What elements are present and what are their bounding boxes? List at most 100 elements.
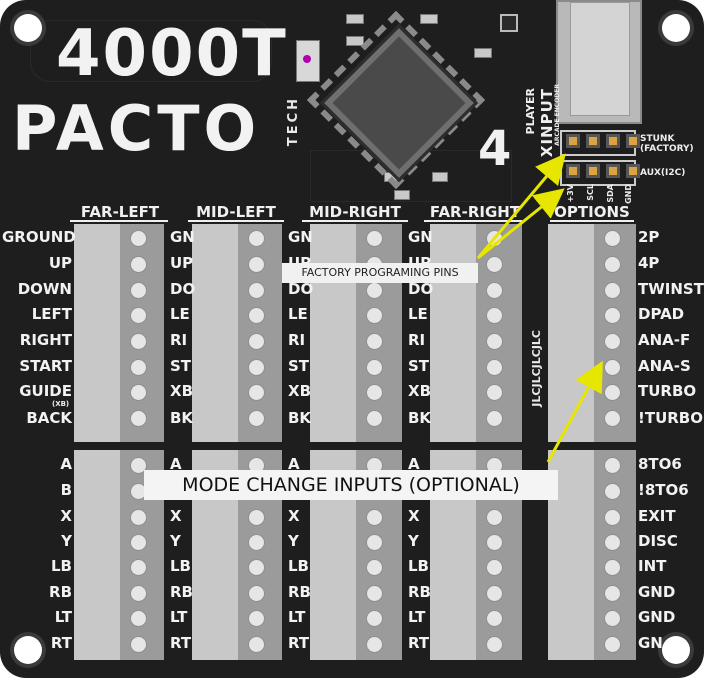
button-component [296, 40, 320, 82]
pin-label: ANA-S [638, 357, 691, 375]
screw-icon[interactable] [248, 230, 265, 247]
pin-label: RI [170, 331, 188, 349]
screw-icon[interactable] [604, 559, 621, 576]
pin-label: UP [170, 254, 194, 272]
terminal-block [548, 450, 636, 660]
screw-icon[interactable] [486, 559, 503, 576]
header-pin[interactable] [626, 164, 640, 178]
screw-icon[interactable] [366, 359, 383, 376]
screw-icon[interactable] [604, 384, 621, 401]
screw-icon[interactable] [366, 636, 383, 653]
screw-icon[interactable] [130, 256, 147, 273]
screw-icon[interactable] [248, 636, 265, 653]
header-pin[interactable] [566, 164, 580, 178]
screw-icon[interactable] [366, 230, 383, 247]
screw-icon[interactable] [248, 282, 265, 299]
pin-label: LT [54, 608, 72, 626]
screw-icon[interactable] [486, 610, 503, 627]
screw-icon[interactable] [486, 282, 503, 299]
screw-icon[interactable] [604, 333, 621, 350]
screw-icon[interactable] [130, 534, 147, 551]
screw-icon[interactable] [366, 534, 383, 551]
screw-icon[interactable] [604, 585, 621, 602]
header-pin[interactable] [586, 134, 600, 148]
screw-icon[interactable] [130, 610, 147, 627]
screw-icon[interactable] [248, 410, 265, 427]
pin-label: RB [170, 583, 193, 601]
screw-icon[interactable] [486, 384, 503, 401]
screw-icon[interactable] [130, 333, 147, 350]
screw-icon[interactable] [604, 483, 621, 500]
aux-label: AUX(I2C) [640, 168, 686, 178]
screw-icon[interactable] [486, 256, 503, 273]
usb-port-icon [570, 2, 630, 116]
screw-icon[interactable] [604, 307, 621, 324]
header-pin[interactable] [626, 134, 640, 148]
screw-icon[interactable] [486, 333, 503, 350]
header-pin[interactable] [566, 134, 580, 148]
screw-icon[interactable] [486, 359, 503, 376]
screw-icon[interactable] [248, 610, 265, 627]
header-pin[interactable] [586, 164, 600, 178]
screw-icon[interactable] [604, 457, 621, 474]
pin-label: DOWN [17, 280, 72, 298]
pin-label: LT [170, 608, 188, 626]
screw-icon[interactable] [130, 230, 147, 247]
screw-icon[interactable] [366, 307, 383, 324]
smd-part [346, 14, 364, 24]
screw-icon[interactable] [248, 585, 265, 602]
led-icon [303, 55, 311, 63]
screw-icon[interactable] [130, 509, 147, 526]
screw-icon[interactable] [604, 230, 621, 247]
screw-icon[interactable] [130, 410, 147, 427]
screw-icon[interactable] [366, 559, 383, 576]
screw-icon[interactable] [604, 256, 621, 273]
screw-icon[interactable] [366, 610, 383, 627]
aux-header[interactable] [566, 164, 640, 178]
pin-label: DISC [638, 532, 678, 550]
screw-icon[interactable] [130, 457, 147, 474]
screw-icon[interactable] [130, 359, 147, 376]
screw-icon[interactable] [486, 636, 503, 653]
screw-icon[interactable] [130, 559, 147, 576]
screw-icon[interactable] [604, 359, 621, 376]
screw-icon[interactable] [486, 509, 503, 526]
screw-icon[interactable] [248, 359, 265, 376]
stunk-header[interactable] [566, 134, 640, 148]
screw-icon[interactable] [366, 585, 383, 602]
screw-icon[interactable] [486, 410, 503, 427]
screw-icon[interactable] [366, 509, 383, 526]
screw-icon[interactable] [604, 610, 621, 627]
screw-icon[interactable] [486, 585, 503, 602]
screw-icon[interactable] [130, 636, 147, 653]
screw-icon[interactable] [604, 534, 621, 551]
screw-icon[interactable] [604, 282, 621, 299]
screw-icon[interactable] [130, 282, 147, 299]
screw-icon[interactable] [248, 307, 265, 324]
screw-icon[interactable] [604, 509, 621, 526]
screw-icon[interactable] [486, 307, 503, 324]
screw-icon[interactable] [130, 307, 147, 324]
pin-label: A [408, 455, 420, 473]
header-pin[interactable] [606, 164, 620, 178]
screw-icon[interactable] [130, 384, 147, 401]
screw-icon[interactable] [604, 636, 621, 653]
screw-icon[interactable] [248, 333, 265, 350]
screw-icon[interactable] [366, 384, 383, 401]
header-pin[interactable] [606, 134, 620, 148]
screw-icon[interactable] [248, 384, 265, 401]
screw-icon[interactable] [366, 410, 383, 427]
screw-icon[interactable] [604, 410, 621, 427]
screw-icon[interactable] [486, 534, 503, 551]
pin-label: EXIT [638, 507, 676, 525]
pin-label: INT [638, 557, 667, 575]
screw-icon[interactable] [248, 509, 265, 526]
pin-label: LE [170, 305, 190, 323]
column-header: MID-LEFT [196, 203, 276, 221]
transistor-part [500, 14, 518, 32]
screw-icon[interactable] [248, 559, 265, 576]
screw-icon[interactable] [366, 333, 383, 350]
screw-icon[interactable] [248, 256, 265, 273]
screw-icon[interactable] [248, 534, 265, 551]
screw-icon[interactable] [130, 585, 147, 602]
